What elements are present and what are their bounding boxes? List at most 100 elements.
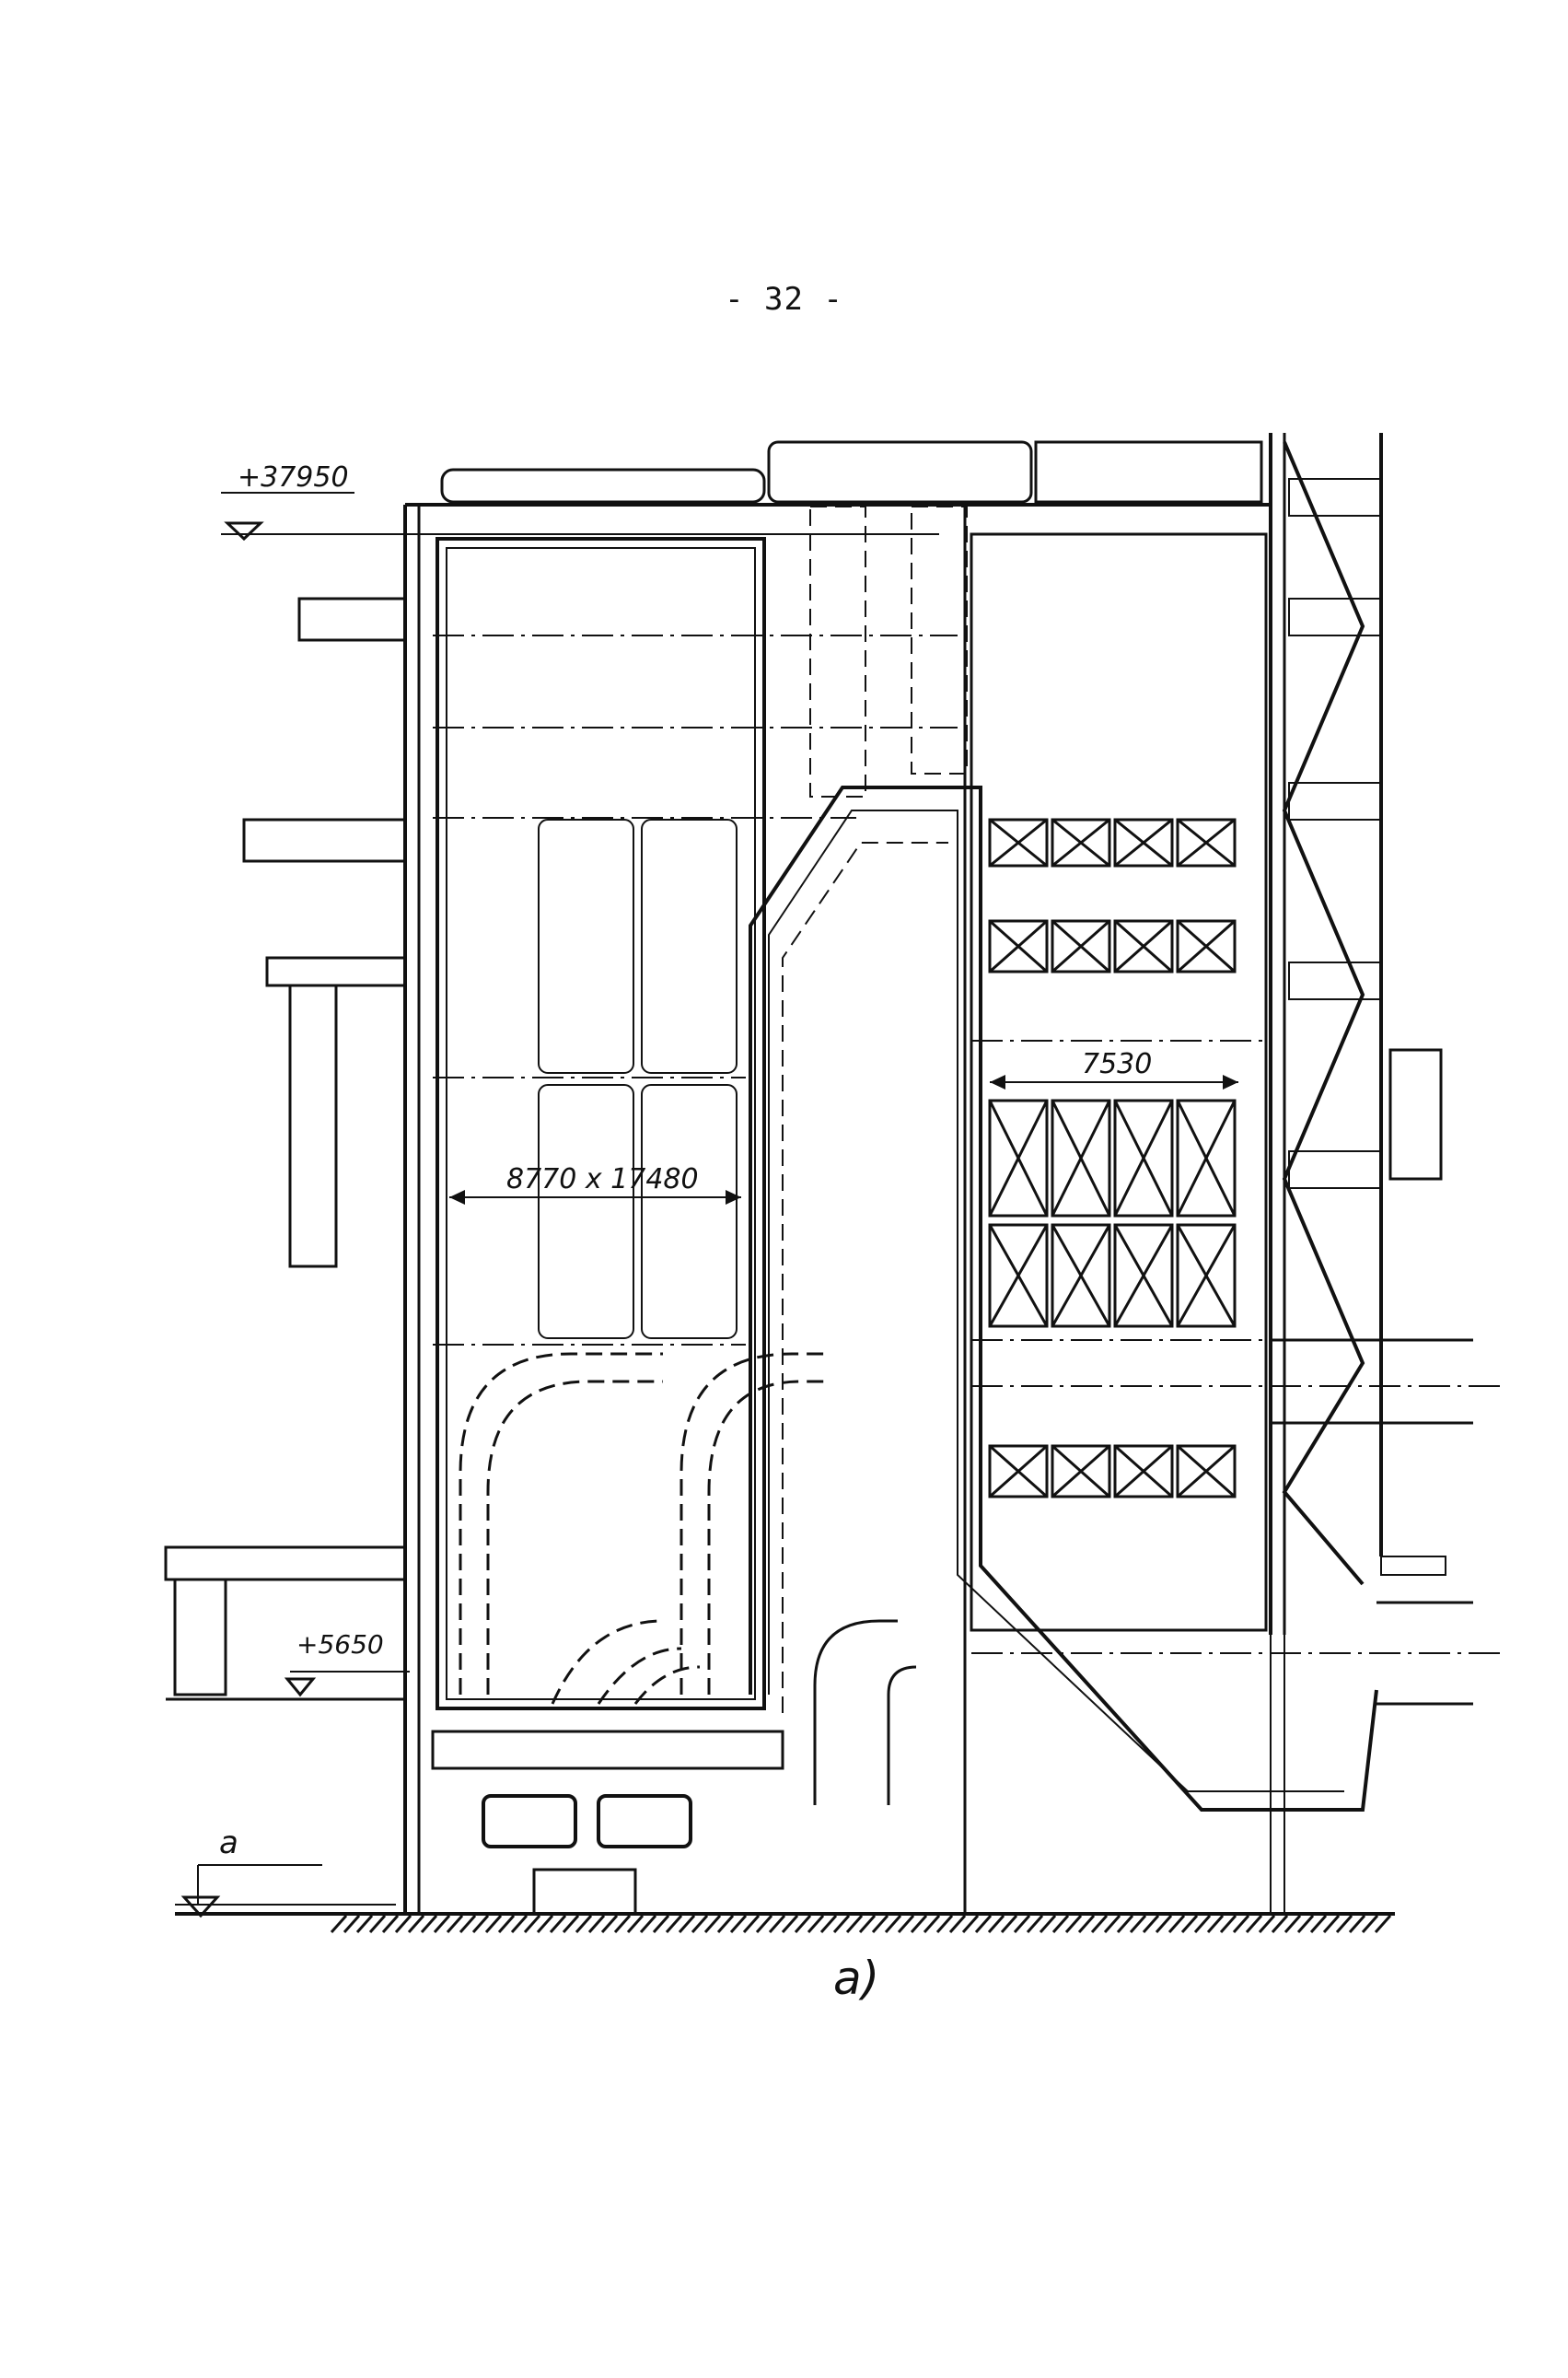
hatch-stroke	[394, 1915, 412, 1933]
hatch-stroke	[433, 1915, 451, 1933]
tube-bank-cross	[1051, 919, 1110, 973]
hatch-stroke	[1219, 1915, 1237, 1933]
page-number: - 32 -	[725, 281, 843, 318]
tube-bank	[988, 1444, 1049, 1498]
hatch-stroke	[948, 1915, 967, 1933]
tube-bank	[988, 919, 1049, 973]
hatch-stroke	[1296, 1915, 1315, 1933]
hatch-stroke	[1335, 1915, 1353, 1933]
hatch-stroke	[691, 1915, 709, 1933]
hatch-stroke	[1206, 1915, 1225, 1933]
hatch-stroke	[1309, 1915, 1328, 1933]
hatch-stroke	[935, 1915, 954, 1933]
hatch-stroke	[639, 1915, 657, 1933]
hatch-stroke	[665, 1915, 683, 1933]
hatch-stroke	[1271, 1915, 1289, 1933]
tube-bank	[1176, 1444, 1237, 1498]
hatch-stroke	[381, 1915, 400, 1933]
tube-bank	[1113, 919, 1174, 973]
hatch-stroke	[368, 1915, 387, 1933]
tube-bank-cross	[1177, 1444, 1236, 1498]
hatch-stroke	[446, 1915, 464, 1933]
tube-bank-cross	[989, 919, 1048, 973]
hatch-stroke	[1361, 1915, 1379, 1933]
hatch-stroke	[1116, 1915, 1134, 1933]
hatch-stroke	[1026, 1915, 1044, 1933]
elevation-label-top: +37950	[238, 461, 349, 494]
hatch-stroke	[330, 1915, 348, 1933]
elevation-marker-mid: +5650	[284, 1629, 410, 1697]
hatch-stroke	[987, 1915, 1005, 1933]
hatch-stroke	[1232, 1915, 1250, 1933]
hatch-stroke	[510, 1915, 528, 1933]
tube-bank-cross	[988, 1100, 1049, 1217]
hatch-stroke	[832, 1915, 851, 1933]
hatch-stroke	[1064, 1915, 1083, 1933]
turning-chamber	[749, 786, 1378, 1812]
air-ducts	[431, 1352, 829, 1916]
hatch-stroke	[845, 1915, 864, 1933]
tube-bank-cross	[1176, 1224, 1237, 1327]
hatch-stroke	[755, 1915, 773, 1933]
tube-bank	[1113, 1099, 1174, 1218]
hatch-stroke	[819, 1915, 838, 1933]
tube-bank	[1176, 1099, 1237, 1218]
hatch-stroke	[703, 1915, 722, 1933]
convective-width-label: 7530	[1082, 1048, 1152, 1080]
tube-bank	[1113, 1444, 1174, 1498]
level-marker-a: a	[175, 1824, 396, 1918]
tube-bank-cross	[1114, 818, 1173, 868]
tube-bank-cross	[1051, 1224, 1111, 1327]
hatch-stroke	[974, 1915, 993, 1933]
hatch-stroke	[613, 1915, 632, 1933]
elevation-marker-top: +37950	[221, 461, 939, 542]
tube-bank	[1051, 919, 1111, 973]
hatch-stroke	[1129, 1915, 1147, 1933]
hatch-stroke	[768, 1915, 786, 1933]
tube-bank-cross	[1114, 919, 1173, 973]
tube-bank-cross	[1051, 1100, 1111, 1217]
hatch-stroke	[729, 1915, 748, 1933]
hatch-stroke	[1090, 1915, 1109, 1933]
tube-bank	[1176, 1223, 1237, 1328]
hatch-stroke	[562, 1915, 580, 1933]
hatch-stroke	[549, 1915, 567, 1933]
hatch-stroke	[1283, 1915, 1302, 1933]
tube-bank-cross	[989, 1444, 1048, 1498]
hatch-stroke	[1077, 1915, 1096, 1933]
right-truss	[1282, 441, 1446, 1586]
tube-bank	[1051, 818, 1111, 868]
hatch-stroke	[716, 1915, 735, 1933]
hatch-stroke	[523, 1915, 541, 1933]
furnace-chamber: 8770 x 17480	[433, 537, 958, 1710]
tube-bank-cross	[1051, 818, 1110, 868]
hatch-stroke	[807, 1915, 825, 1933]
tube-bank	[1051, 1444, 1111, 1498]
hatch-stroke	[1180, 1915, 1199, 1933]
hatch-stroke	[471, 1915, 490, 1933]
level-label-a: a	[219, 1824, 238, 1861]
hatch-stroke	[781, 1915, 799, 1933]
hatch-stroke	[626, 1915, 645, 1933]
hatch-stroke	[1374, 1915, 1392, 1933]
hatch-stroke	[1167, 1915, 1186, 1933]
outlet-ducts	[1271, 1338, 1473, 1706]
tube-bank	[1051, 1099, 1111, 1218]
hatch-stroke	[355, 1915, 374, 1933]
hatch-stroke	[536, 1915, 554, 1933]
tube-bank-cross	[1051, 1444, 1110, 1498]
hatch-stroke	[1348, 1915, 1366, 1933]
hatch-stroke	[1000, 1915, 1018, 1933]
hatch-stroke	[497, 1915, 516, 1933]
hatch-stroke	[600, 1915, 619, 1933]
tube-bank	[1176, 919, 1237, 973]
hatch-stroke	[420, 1915, 438, 1933]
tube-bank-cross	[1177, 919, 1236, 973]
figure-label: a)	[833, 1952, 879, 2005]
tube-bank	[988, 1099, 1049, 1218]
hatch-stroke	[1013, 1915, 1031, 1933]
hatch-stroke	[1103, 1915, 1121, 1933]
hatch-stroke	[678, 1915, 696, 1933]
hatch-stroke	[858, 1915, 877, 1933]
